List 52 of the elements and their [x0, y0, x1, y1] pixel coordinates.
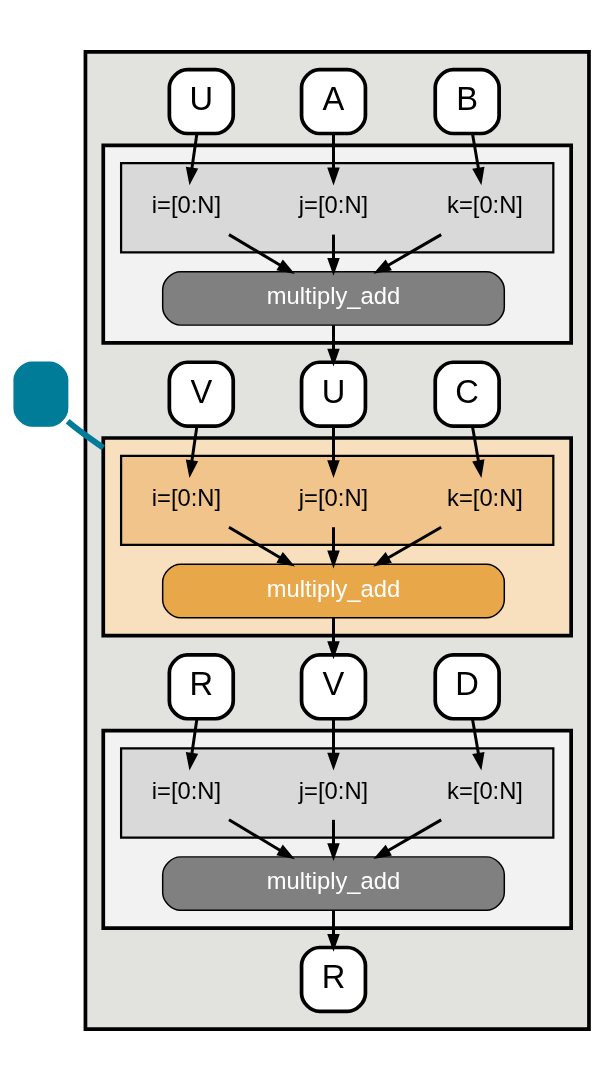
cluster	[101, 728, 573, 931]
node-box: V	[167, 360, 236, 428]
arrow	[327, 617, 340, 660]
cluster	[119, 162, 555, 254]
arrow	[327, 134, 340, 186]
node-text: j=[0:N]	[298, 191, 369, 219]
arrow	[185, 426, 199, 478]
node-text: i=[0:N]	[151, 191, 222, 219]
arrow	[327, 527, 340, 569]
node-box: R	[167, 653, 236, 721]
node-box: C	[433, 360, 501, 428]
cluster	[101, 143, 573, 345]
arrow	[228, 233, 295, 274]
arrow	[327, 819, 340, 862]
node-box: D	[433, 653, 501, 721]
node-text: i=[0:N]	[151, 776, 222, 804]
arrow	[185, 133, 199, 186]
cluster	[101, 436, 573, 638]
cluster	[119, 454, 555, 547]
arrow	[327, 325, 340, 367]
arrow	[228, 525, 295, 567]
arrow	[228, 818, 295, 860]
node-text: k=[0:N]	[447, 776, 523, 804]
cluster	[119, 747, 555, 839]
node-box: R	[299, 945, 368, 1014]
node-text: i=[0:N]	[151, 484, 222, 512]
node-text: k=[0:N]	[447, 191, 523, 219]
node-box: B	[433, 67, 501, 136]
arrow	[373, 525, 442, 567]
arrow	[471, 719, 485, 771]
node-text: j=[0:N]	[298, 776, 369, 804]
connector	[65, 419, 105, 451]
node-box: U	[299, 360, 368, 428]
arrow	[185, 719, 199, 771]
arrow	[373, 233, 442, 274]
arrow	[373, 818, 442, 860]
arrow	[327, 910, 340, 952]
node-text: k=[0:N]	[447, 484, 523, 512]
arrow	[471, 426, 485, 478]
node-box: U	[167, 67, 236, 136]
cluster	[83, 49, 591, 1032]
node-box: multiply_add	[161, 563, 506, 619]
arrow	[327, 426, 340, 478]
node-box	[13, 361, 69, 427]
node-box: V	[299, 653, 368, 721]
node-box: multiply_add	[161, 270, 506, 326]
node-text: j=[0:N]	[298, 484, 369, 512]
node-box: multiply_add	[161, 856, 506, 912]
arrow	[327, 234, 340, 276]
arrow	[471, 133, 485, 186]
arrow	[327, 719, 340, 771]
node-box: A	[299, 67, 368, 136]
